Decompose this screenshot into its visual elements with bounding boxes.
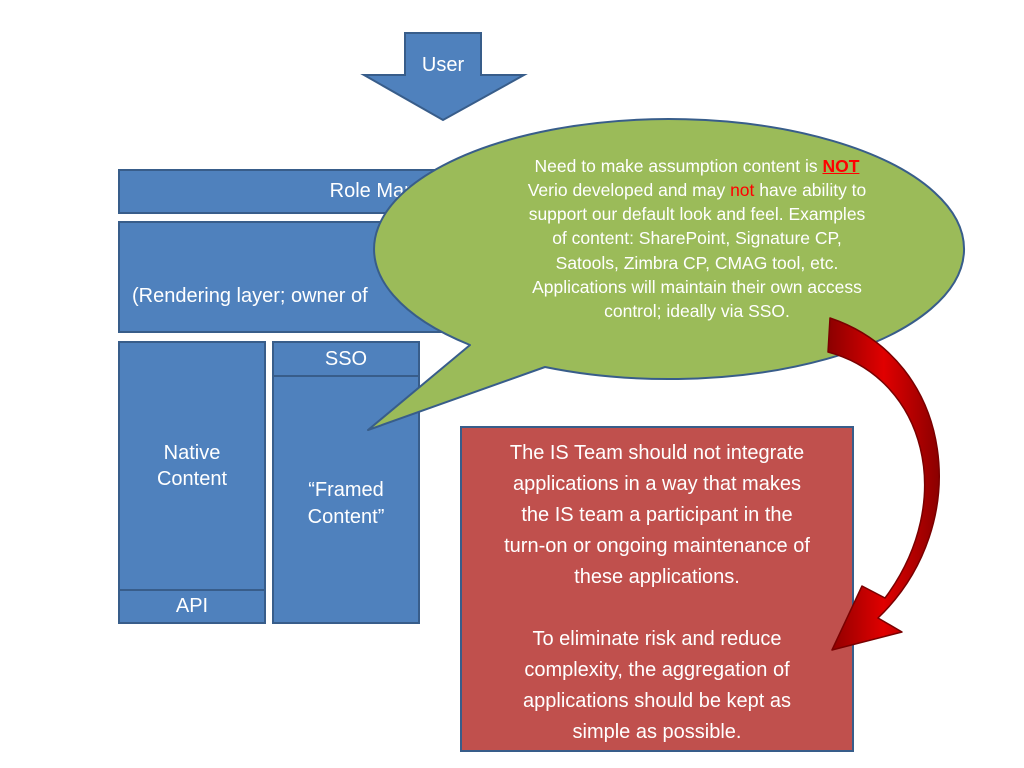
callout-line2-post: have ability to [754,180,867,201]
callout-line-2: Verio developed and may not have ability… [482,178,912,202]
is-team-note-box: The IS Team should not integrate applica… [460,426,854,752]
note-para2-line1: To eliminate risk and reduce [532,628,782,650]
user-down-arrow [360,32,528,122]
note-para1-line5: these applications. [574,566,740,588]
callout-line2-text: Verio developed and may [527,180,731,201]
sso-box: SSO [272,341,420,377]
framed-content-box: “Framed Content” [272,375,420,624]
native-content-box: Native Content [118,341,266,591]
callout-not-lower-emphasis: not [730,180,755,201]
callout-line-5: Satools, Zimbra CP, CMAG tool, etc. [555,252,839,273]
callout-line-4: of content: SharePoint, Signature CP, [552,228,842,249]
framed-label-line1: “Framed [308,479,384,502]
callout-line1-text: Need to make assumption content is [534,156,823,176]
callout-text: Need to make assumption content is NOT V… [482,154,912,323]
note-para1-line3: the IS team a participant in the [521,504,793,526]
note-para1-line1: The IS Team should not integrate [509,442,805,464]
note-para2-line2: complexity, the aggregation of [524,659,790,681]
sso-label: SSO [324,347,368,370]
framework-line2: (Rendering layer; owner of [132,285,368,307]
note-para2-line3: applications should be kept as [523,690,791,712]
note-para2-line4: simple as possible. [572,721,742,743]
api-box: API [118,589,266,624]
api-label: API [175,595,209,618]
framed-label-line2: Content” [307,505,385,528]
native-label-line1: Native [163,441,221,464]
callout-line-1: Need to make assumption content is NOT [482,154,912,178]
callout-not-emphasis: NOT [822,156,860,176]
user-arrow-label: User [421,54,465,76]
callout-line-6: Applications will maintain their own acc… [532,276,862,297]
note-para1-line4: turn-on or ongoing maintenance of [504,535,810,557]
callout-line-7: control; ideally via SSO. [604,300,790,321]
native-label-line2: Content [156,468,228,490]
note-para1-line2: applications in a way that makes [513,473,801,495]
callout-line-3: support our default look and feel. Examp… [528,204,866,225]
